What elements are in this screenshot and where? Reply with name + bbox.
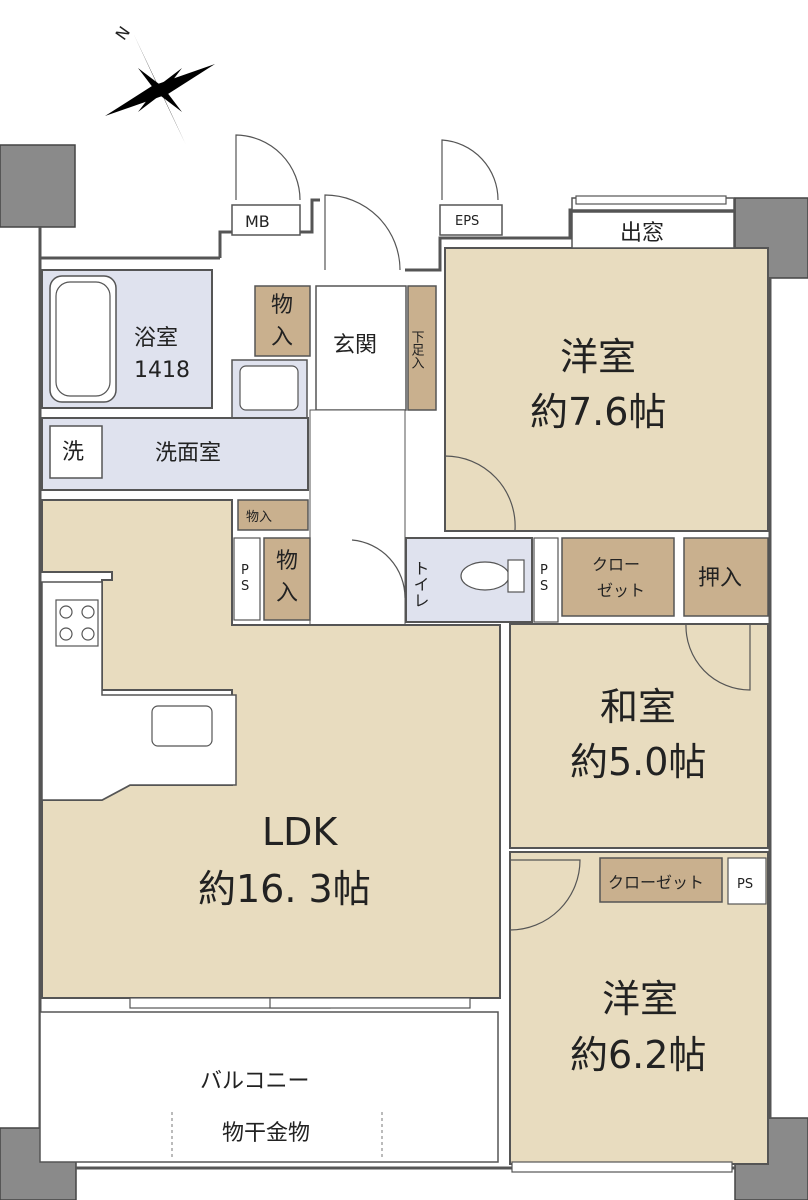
closet1-label-1: クロー xyxy=(592,555,640,574)
geta-label: 下足入 xyxy=(409,330,425,369)
sink-icon xyxy=(239,365,299,411)
room-washitsu xyxy=(509,623,769,849)
bay-window xyxy=(571,211,735,249)
pillar-top-left xyxy=(0,144,76,228)
kitchen-sink-icon xyxy=(151,705,213,747)
room-youshitsu-2 xyxy=(509,851,769,1165)
ps1-label-1: P xyxy=(241,563,249,578)
compass-rose-icon xyxy=(105,35,215,145)
youshitsu2-name: 洋室 xyxy=(602,977,678,1021)
storage-hall-label-1: 物 xyxy=(276,549,298,574)
ps3-label: PS xyxy=(737,877,753,892)
door-swings xyxy=(235,134,751,931)
bathtub-icon xyxy=(49,275,117,403)
room-genkan xyxy=(315,285,407,411)
ldk-size: 約16. 3帖 xyxy=(198,867,371,911)
closet1-label-2: ゼット xyxy=(597,581,645,600)
youshitsu1-name: 洋室 xyxy=(560,335,636,379)
closet-1 xyxy=(561,537,675,617)
ps1-label-2: S xyxy=(241,579,249,594)
washitsu-name: 和室 xyxy=(600,685,676,729)
ps-box-2 xyxy=(533,537,559,623)
compass-north-label: N xyxy=(112,23,134,44)
youshitsu2-size: 約6.2帖 xyxy=(570,1033,706,1077)
geta-box xyxy=(407,285,437,411)
room-hall xyxy=(309,409,406,626)
washing-machine-icon xyxy=(49,425,103,479)
storage-hall-label-2: 入 xyxy=(276,581,298,606)
demado-label: 出窓 xyxy=(620,221,664,246)
ldk-name: LDK xyxy=(262,810,338,854)
ps2-label-2: S xyxy=(540,579,548,594)
storage-small-label: 物入 xyxy=(246,510,272,525)
storage-hall xyxy=(263,537,311,621)
senmen-label: 洗面室 xyxy=(155,441,221,466)
youshitsu1-size: 約7.6帖 xyxy=(530,390,666,434)
closet-2 xyxy=(599,857,723,903)
toilet-tank-icon xyxy=(507,559,525,593)
oshiire xyxy=(683,537,769,617)
storage-entry xyxy=(254,285,311,357)
storage-entry-label-2: 入 xyxy=(271,325,293,350)
bath-size: 1418 xyxy=(134,358,190,383)
windows xyxy=(129,195,733,1173)
storage-entry-label-1: 物 xyxy=(271,293,293,318)
monohoshi-label: 物干金物 xyxy=(222,1121,310,1146)
oshiire-label: 押入 xyxy=(698,566,742,591)
bathtub-inner-icon xyxy=(55,281,111,397)
wash-machine-label: 洗 xyxy=(62,440,84,465)
bath-name: 浴室 xyxy=(134,326,178,351)
genkan-label: 玄関 xyxy=(333,333,377,358)
toilet-label: トイレ xyxy=(411,560,430,608)
eps-label: EPS xyxy=(455,214,479,229)
stove-icon xyxy=(55,599,99,647)
mb-label: MB xyxy=(245,212,270,231)
outer-walls xyxy=(38,198,772,1170)
closet2-label: クローゼット xyxy=(608,873,704,892)
storage-small xyxy=(237,499,309,531)
mb-box xyxy=(231,204,301,236)
ps-box-1 xyxy=(233,537,261,621)
washitsu-size: 約5.0帖 xyxy=(570,740,706,784)
balcony-label: バルコニー xyxy=(200,1069,310,1094)
room-youshitsu-1 xyxy=(444,247,769,532)
balcony xyxy=(39,1011,499,1163)
toilet-icon xyxy=(460,561,510,591)
ps2-label-1: P xyxy=(540,563,548,578)
eps-box xyxy=(439,204,503,236)
ps-box-3 xyxy=(727,857,767,905)
